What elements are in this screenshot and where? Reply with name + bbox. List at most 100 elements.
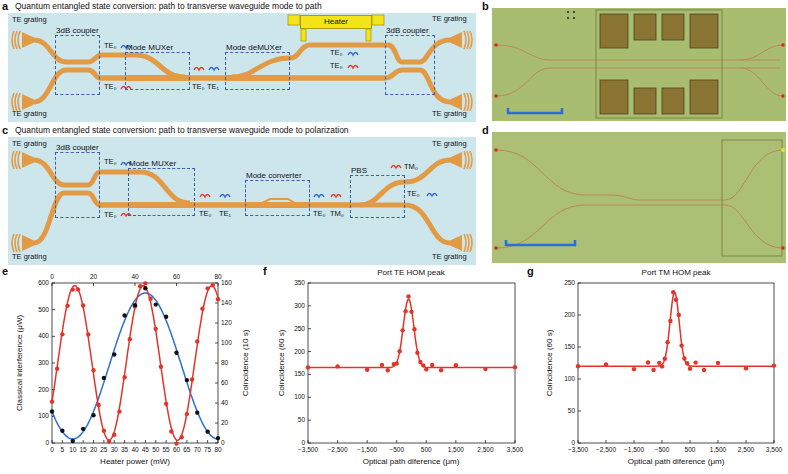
- tick-label: 300: [294, 302, 305, 309]
- waveguide-connector: [100, 202, 128, 208]
- tick-label: −3,500: [298, 446, 318, 453]
- tick-label: 2,500: [738, 446, 754, 453]
- grating-coupler: [12, 31, 472, 111]
- tick-label: 50: [298, 416, 305, 423]
- tick-label: −500: [389, 446, 404, 453]
- tick-label: 0: [50, 273, 54, 280]
- tick-label: 60: [173, 446, 180, 453]
- tick-label: 65: [183, 446, 190, 453]
- tick-label: 0: [221, 439, 225, 446]
- tick-label: 80: [214, 273, 221, 280]
- tick-label: 0: [301, 439, 305, 446]
- tick-label: 70: [194, 446, 201, 453]
- component-label: Mode MUXer: [129, 159, 176, 168]
- tick-label: −2,500: [328, 446, 348, 453]
- mode-label: TE₁: [207, 83, 219, 92]
- tick-label: 3,500: [766, 446, 782, 453]
- tick-label: 1,500: [710, 446, 726, 453]
- panel-title: Quantum entangled state conversion: path…: [15, 126, 349, 136]
- tick-label: 100: [221, 339, 232, 346]
- tick-label: 160: [221, 279, 232, 286]
- component-label: Mode converter: [246, 171, 302, 180]
- component-box: 3dB coupler: [55, 35, 100, 95]
- panel-letter: e: [2, 265, 8, 278]
- chip-panel-c: [8, 137, 476, 265]
- axis-title: Heater power (mW): [100, 457, 170, 466]
- tick-label: 50: [568, 407, 575, 414]
- tick-label: 140: [221, 299, 232, 306]
- component-label: 3dB coupler: [56, 143, 99, 152]
- axis-title: Coincidence (60 s): [545, 330, 554, 397]
- tick-label: 600: [38, 279, 49, 286]
- tick-label: 120: [221, 319, 232, 326]
- panel-title: Quantum entangled state conversion: path…: [15, 2, 322, 12]
- component-box: Mode deMUXer: [225, 52, 290, 90]
- axis-title: Coincidence (10 s): [241, 330, 250, 397]
- component-label: Mode MUXer: [126, 43, 173, 52]
- tick-label: 500: [685, 446, 696, 453]
- grating-label: TE grating: [12, 110, 47, 119]
- panel-letter: g: [527, 265, 534, 278]
- mode-label: TE₀: [407, 190, 420, 199]
- tick-label: 20: [221, 419, 228, 426]
- component-box: Mode MUXer: [128, 168, 195, 216]
- tick-label: −2,500: [596, 446, 616, 453]
- tick-label: 150: [564, 343, 575, 350]
- tick-label: 100: [38, 413, 49, 420]
- tick-label: 200: [38, 386, 49, 393]
- tick-label: 80: [221, 359, 228, 366]
- waveguide: [34, 160, 450, 243]
- component-label: 3dB coupler: [56, 26, 99, 35]
- mode-profile-symbol: [121, 163, 437, 217]
- tick-label: 3,500: [507, 446, 523, 453]
- tick-label: 1,500: [448, 446, 464, 453]
- component-box: PBS: [350, 175, 405, 218]
- grating-label: TE grating: [12, 16, 47, 25]
- chip-panel-a: [8, 13, 476, 122]
- component-label: Mode deMUXer: [226, 43, 282, 52]
- tick-label: 500: [38, 306, 49, 313]
- tick-label: 60: [221, 379, 228, 386]
- tick-label: 80: [214, 446, 221, 453]
- grating-label: TE grating: [432, 253, 467, 262]
- mode-label: TM₀: [404, 163, 418, 172]
- tick-label: 100: [564, 375, 575, 382]
- mode-label: TE₁: [219, 210, 231, 219]
- panel-letter: f: [263, 265, 267, 278]
- tick-label: 500: [421, 446, 432, 453]
- mode-label: TE₀: [104, 83, 117, 92]
- mode-label: TE₀: [192, 83, 205, 92]
- tick-label: 40: [221, 399, 228, 406]
- component-box: 3dB coupler: [55, 152, 100, 218]
- tick-label: −500: [655, 446, 670, 453]
- tick-label: 400: [38, 333, 49, 340]
- tick-label: 5: [61, 446, 65, 453]
- component-box: Mode MUXer: [125, 52, 190, 90]
- grating-coupler: [12, 151, 472, 252]
- component-label: PBS: [351, 166, 367, 175]
- component-box: 3dB coupler: [385, 35, 435, 95]
- data-plots: [50, 281, 776, 446]
- tick-label: 20: [90, 273, 97, 280]
- waveguide-connector: [195, 202, 245, 208]
- heater-label: Heater: [301, 16, 371, 28]
- waveguide-connector: [310, 202, 350, 208]
- tick-label: 300: [38, 359, 49, 366]
- tick-label: −3,500: [568, 446, 588, 453]
- tick-label: 100: [294, 394, 305, 401]
- heater-leads: [288, 15, 384, 41]
- tick-label: 200: [294, 348, 305, 355]
- mode-profile-symbol: [121, 46, 358, 90]
- tick-label: 40: [131, 446, 138, 453]
- tick-label: 350: [294, 279, 305, 286]
- panel-letter: c: [2, 124, 8, 137]
- axis-title: Coincidence (60 s): [277, 330, 286, 397]
- grating-label: TE grating: [432, 110, 467, 119]
- grating-label: TE grating: [432, 140, 467, 149]
- tick-label: 45: [142, 446, 149, 453]
- tick-label: 35: [121, 446, 128, 453]
- tick-label: 25: [100, 446, 107, 453]
- axis-title: Optical path diference (μm): [363, 457, 460, 466]
- tick-label: 10: [69, 446, 76, 453]
- grating-label: TE grating: [12, 253, 47, 262]
